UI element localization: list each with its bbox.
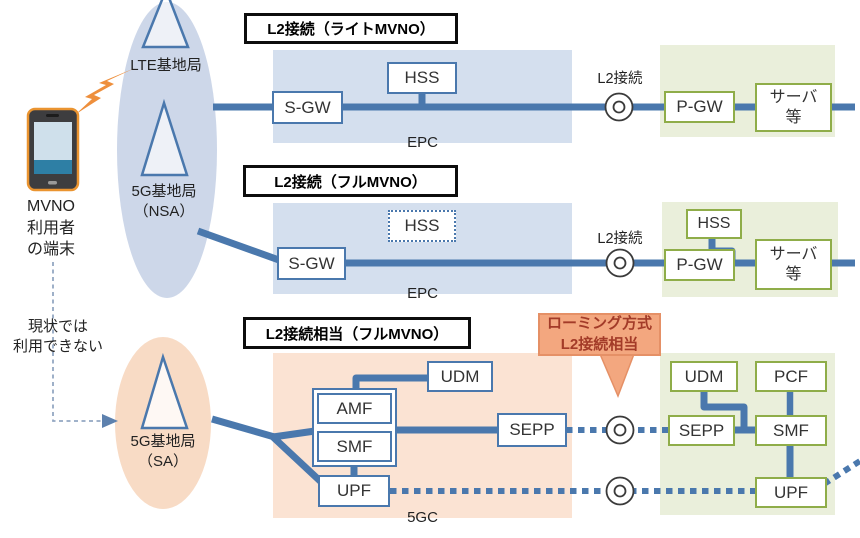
node-s-gw: S-GW: [277, 247, 346, 280]
node-label-line: サーバ: [769, 88, 818, 106]
availability-note: 現状では 利用できない: [4, 317, 112, 358]
section-title-light-mvno: L2接続（ライトMVNO）: [244, 13, 458, 44]
section-title-full-mvno: L2接続（フルMVNO）: [243, 165, 458, 197]
station-label-line: 5G基地局: [130, 433, 196, 450]
l2-connection-label: L2接続: [597, 71, 643, 87]
node-udm-mvno: UDM: [670, 361, 738, 392]
section-title-text: L2接続相当（フルMVNO）: [265, 325, 449, 343]
sa-antenna-icon: [140, 352, 189, 430]
node-server: サーバ 等: [755, 83, 832, 132]
5gc-region-label: 5GC: [407, 509, 438, 526]
node-upf-mvno: UPF: [755, 477, 827, 508]
coverage-ellipse-lte-nsa: [117, 2, 217, 298]
callout-line: ローミング方式: [546, 315, 652, 333]
section-title-text: L2接続（ライトMVNO）: [267, 21, 435, 38]
station-label-line: 5G基地局: [131, 183, 197, 200]
node-server: サーバ 等: [755, 239, 832, 290]
node-pcf-mvno: PCF: [755, 361, 827, 392]
node-s-gw: S-GW: [272, 91, 343, 124]
device-label-line: 利用者: [27, 219, 76, 237]
node-upf: UPF: [318, 475, 390, 507]
sa-to-core-line: [211, 415, 279, 442]
node-p-gw: P-GW: [664, 91, 735, 123]
lte-station-label: LTE基地局: [130, 57, 202, 74]
node-amf: AMF: [317, 393, 392, 424]
callout-tail: [598, 353, 636, 398]
roaming-connection-point-icon: [605, 476, 635, 506]
l2-connection-point-icon: [605, 248, 635, 278]
device-label-line: MVNO: [27, 198, 75, 215]
nsa-station-label: 5G基地局 （NSA）: [114, 182, 214, 223]
node-smf: SMF: [317, 431, 392, 462]
node-sepp-mvno: SEPP: [668, 415, 735, 446]
device-label: MVNO 利用者 の端末: [27, 196, 103, 261]
node-label-line: 等: [785, 265, 802, 283]
roaming-connection-point-icon: [605, 415, 635, 445]
callout-line: L2接続相当: [560, 335, 639, 353]
note-line: 利用できない: [12, 338, 103, 356]
node-smf-mvno: SMF: [755, 415, 827, 446]
note-line: 現状では: [27, 318, 88, 335]
roaming-callout: ローミング方式 L2接続相当: [538, 313, 661, 356]
smartphone-icon: [26, 107, 80, 192]
node-p-gw: P-GW: [664, 249, 735, 281]
node-label-line: 等: [785, 108, 802, 126]
epc-region-label: EPC: [407, 285, 438, 302]
station-label-line: （NSA）: [133, 203, 195, 221]
section-title-l2-equivalent: L2接続相当（フルMVNO）: [243, 317, 471, 349]
device-label-line: の端末: [27, 241, 76, 259]
node-hss: HSS: [686, 209, 742, 239]
note-arrow-icon: [102, 414, 118, 428]
epc-region-label: EPC: [407, 134, 438, 151]
amf-smf-group: AMF SMF: [312, 388, 397, 467]
node-hss-ghost: HSS: [388, 210, 456, 242]
nsa-antenna-icon: [140, 98, 189, 177]
l2-connection-point-icon: [604, 92, 634, 122]
node-hss: HSS: [387, 62, 457, 94]
node-label-line: サーバ: [769, 245, 818, 263]
sa-station-label: 5G基地局 （SA）: [113, 432, 213, 473]
l2-connection-label: L2接続: [597, 231, 643, 247]
lte-antenna-icon: [141, 0, 190, 49]
coverage-ellipse-sa: [115, 337, 211, 509]
section-title-text: L2接続（フルMVNO）: [274, 173, 427, 191]
station-label-line: （SA）: [137, 453, 188, 471]
node-udm: UDM: [427, 361, 493, 392]
node-sepp: SEPP: [497, 413, 567, 447]
